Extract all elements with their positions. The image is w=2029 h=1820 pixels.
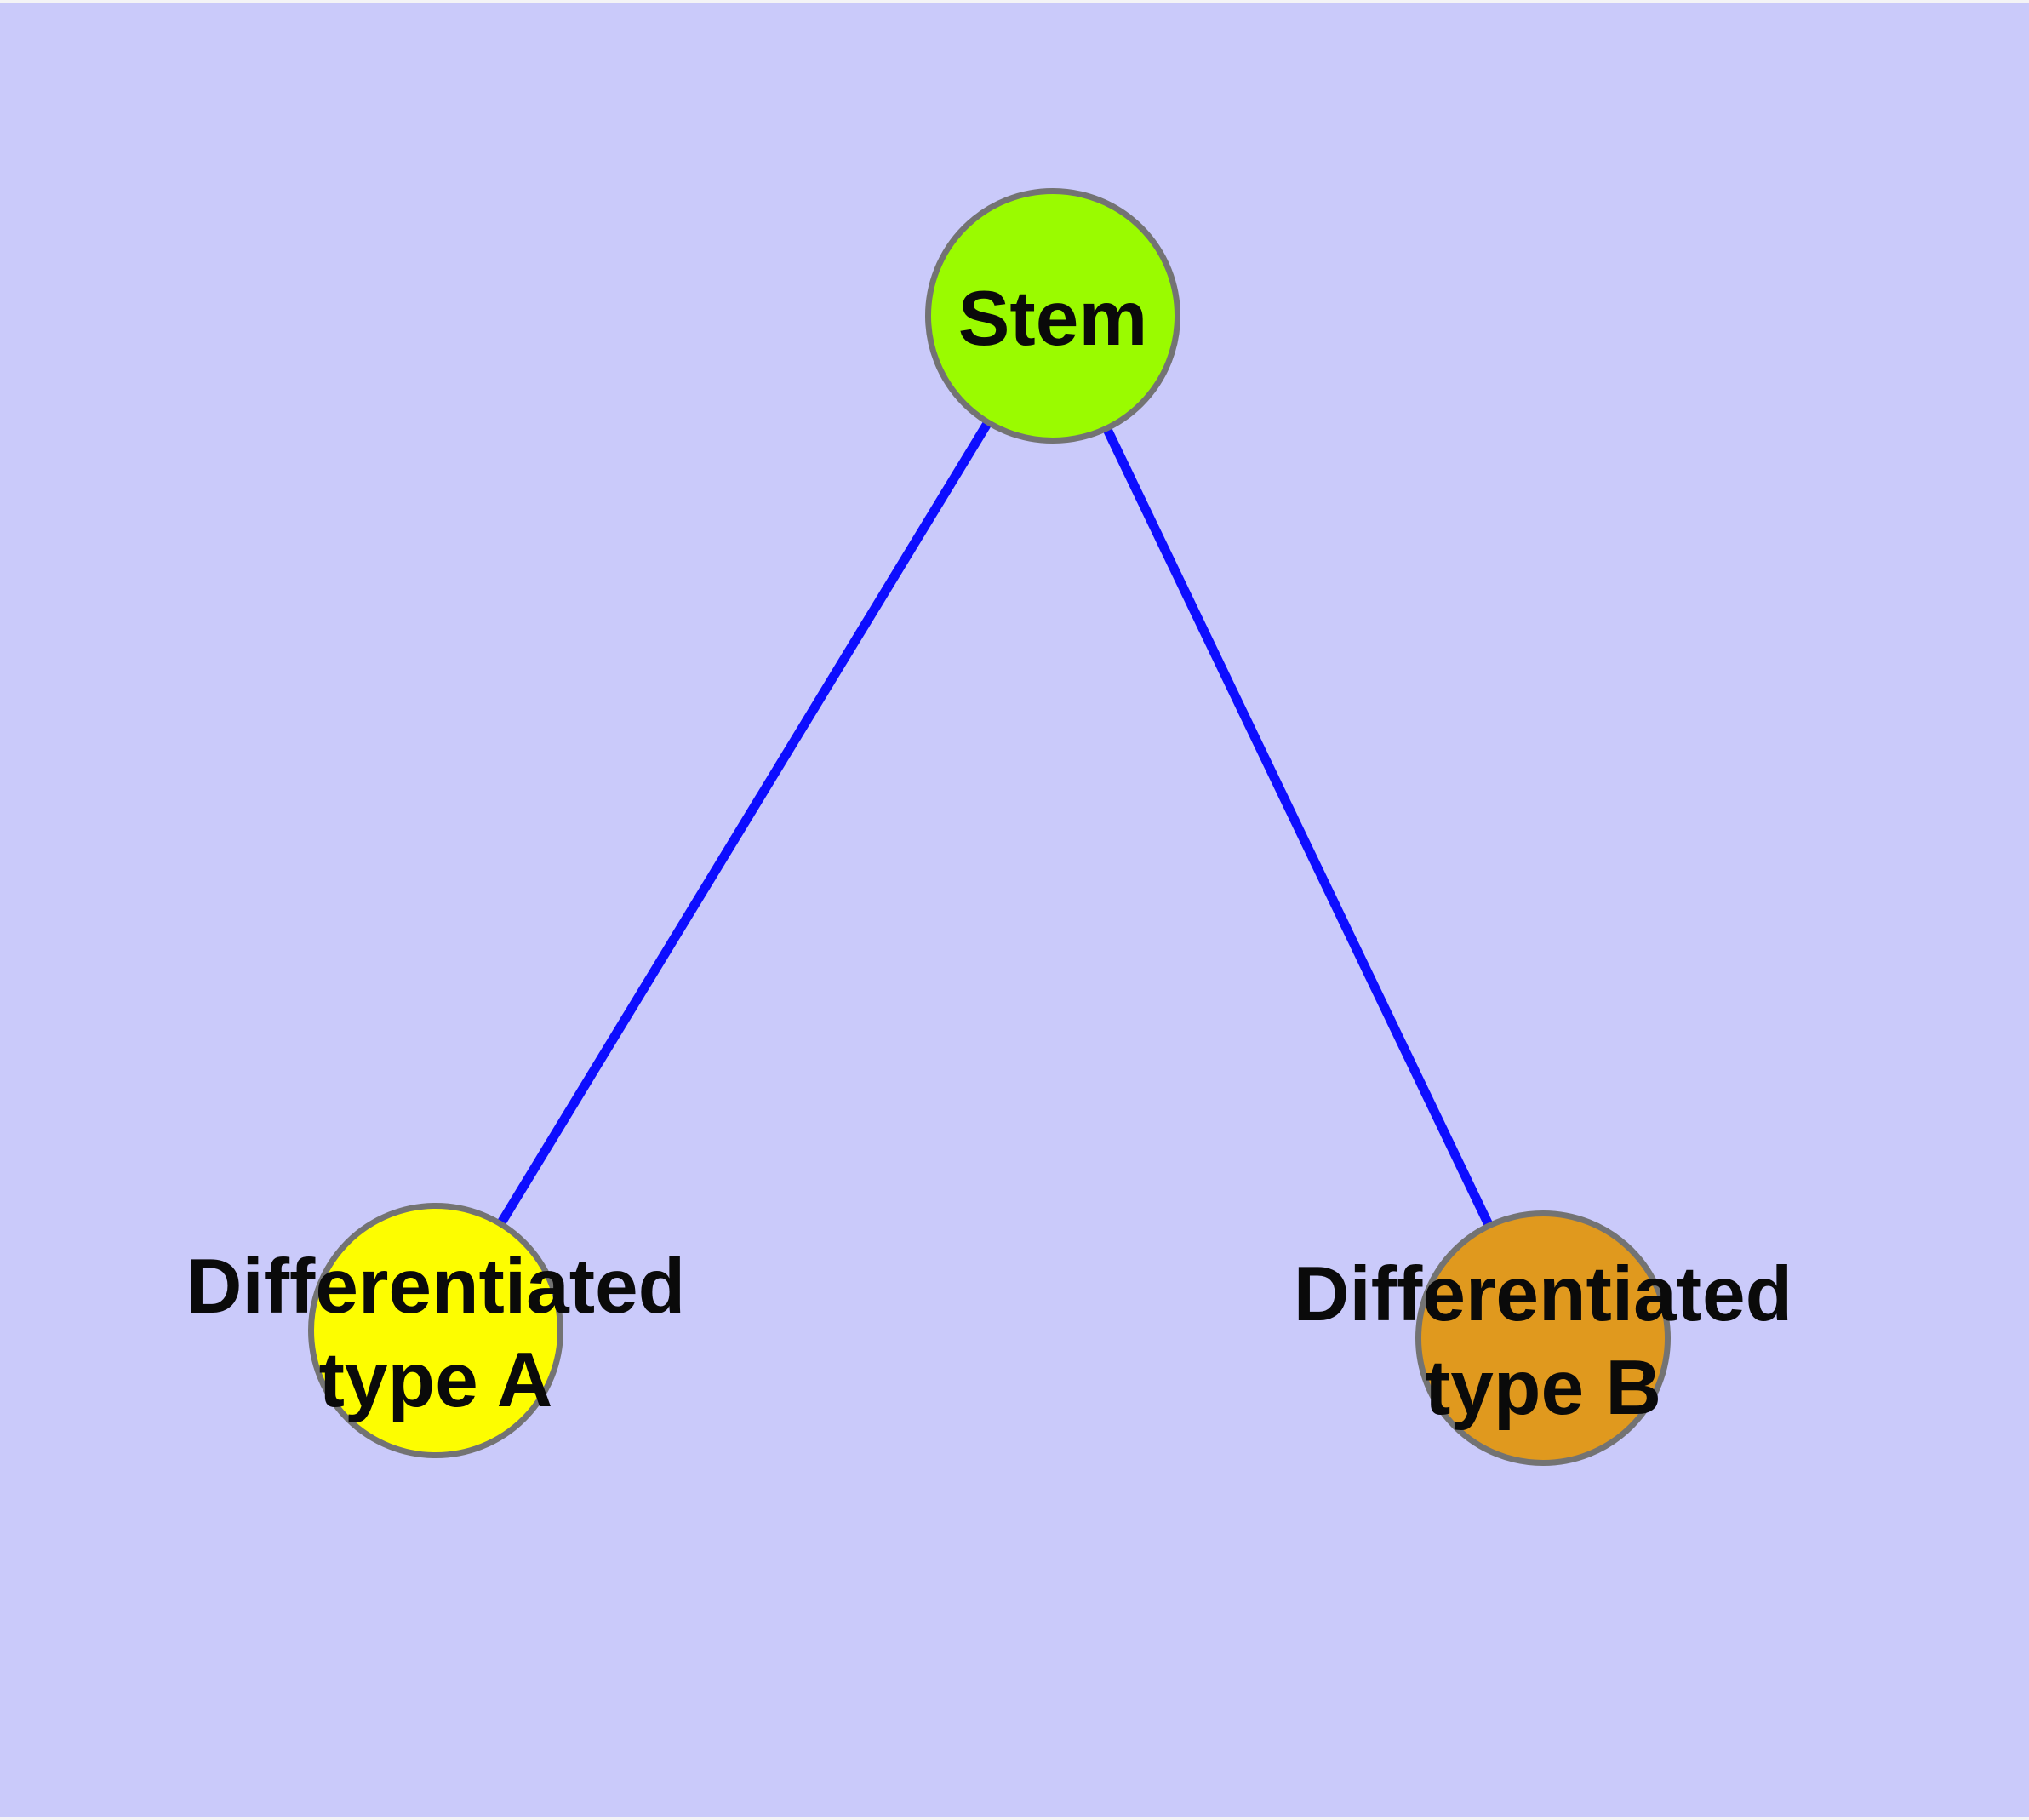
stem-node-circle (925, 188, 1180, 444)
differentiated-type-a-node-circle (308, 1203, 563, 1458)
edge-stem-to-type-a (432, 313, 1057, 1333)
edge-layer (432, 313, 1547, 1341)
stem-node-label: Stem (957, 276, 1148, 362)
figure-canvas: Stem Differentiated type A Differentiate… (0, 3, 2029, 1817)
edge-stem-to-type-b (1049, 313, 1547, 1341)
differentiated-type-b-node-circle (1415, 1210, 1671, 1466)
differentiated-type-a-node-label: Differentiated type A (186, 1244, 686, 1423)
differentiated-type-b-node-label: Differentiated type B (1293, 1251, 1793, 1431)
